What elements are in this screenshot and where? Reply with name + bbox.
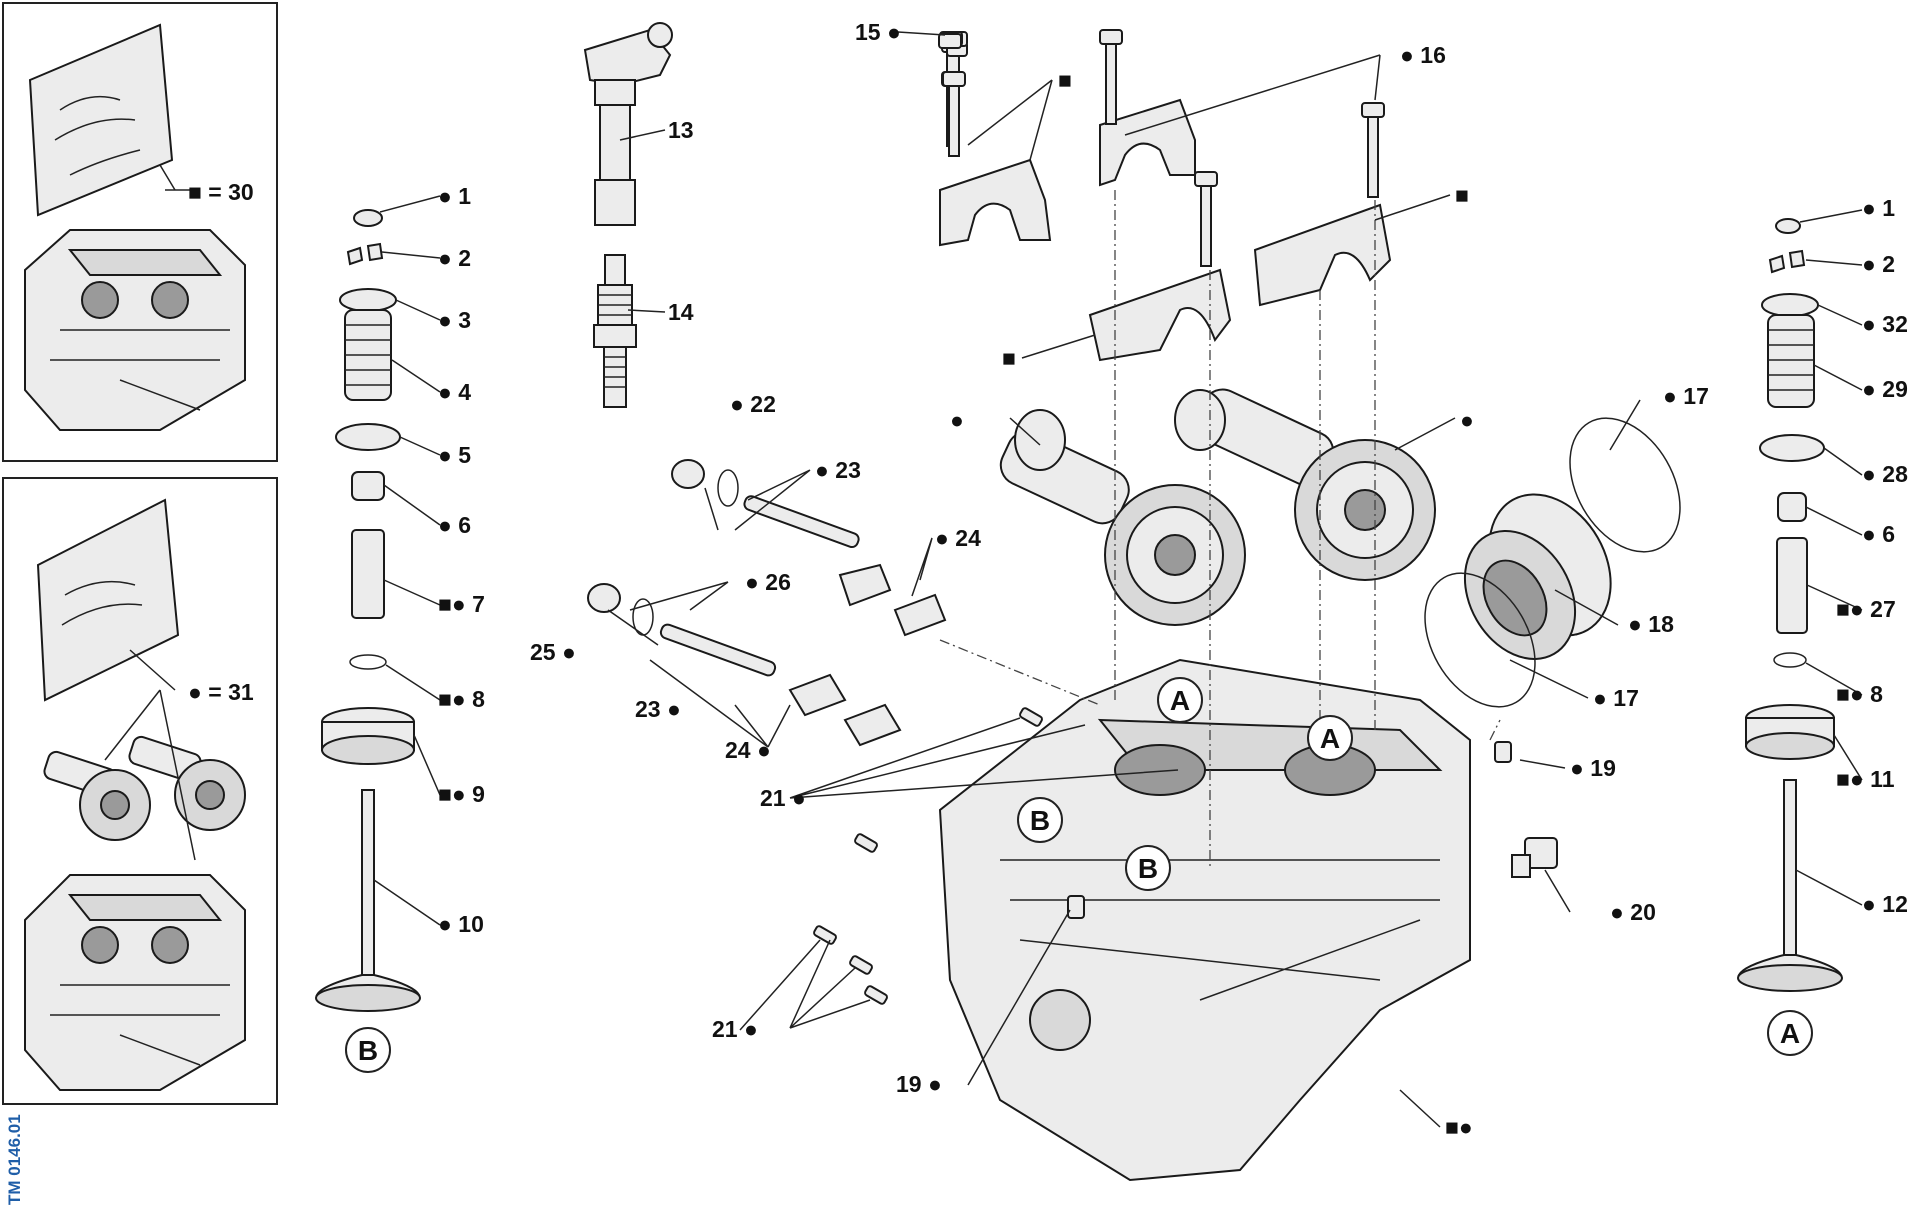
label-21a: 21 ● bbox=[760, 785, 806, 811]
valve-cap-1 bbox=[353, 209, 383, 227]
label-21b: 21 ● bbox=[712, 1016, 758, 1042]
marker-a: A bbox=[1780, 1018, 1800, 1049]
figure-code: TM 0146.01 bbox=[5, 1114, 24, 1205]
label-17a: ● 17 bbox=[1663, 383, 1709, 409]
cylinder-head bbox=[938, 658, 1471, 1182]
label-8a: ■● 8 bbox=[438, 686, 485, 712]
marker-b: B bbox=[358, 1035, 378, 1066]
label-28: ● 28 bbox=[1862, 461, 1908, 487]
dowel-19b bbox=[1067, 895, 1085, 919]
label-29: ● 29 bbox=[1862, 376, 1908, 402]
label-5: ● 5 bbox=[438, 442, 471, 468]
label-4: ● 4 bbox=[438, 379, 471, 405]
label-19a: ● 19 bbox=[1570, 755, 1616, 781]
label-24a: ● 24 bbox=[935, 525, 981, 551]
kit-box-31: ● = 31 bbox=[2, 477, 278, 1105]
label-14: 14 bbox=[668, 299, 694, 325]
label-27: ■● 27 bbox=[1836, 596, 1896, 622]
label-cam-left: ● bbox=[950, 407, 964, 433]
svg-text:B: B bbox=[1138, 853, 1158, 884]
exhaust-valve-10 bbox=[315, 789, 421, 1012]
label-1b: ● 1 bbox=[1862, 195, 1895, 221]
camshaft-thumb-icon bbox=[43, 735, 246, 841]
label-square-1: ■ bbox=[1058, 67, 1072, 93]
label-15: 15 ● bbox=[855, 19, 901, 45]
valve-spring-4 bbox=[344, 309, 392, 401]
label-23b: 23 ● bbox=[635, 696, 681, 722]
spark-plug-cap-13 bbox=[583, 22, 673, 226]
label-19b: 19 ● bbox=[896, 1071, 942, 1097]
label-1a: ● 1 bbox=[438, 183, 471, 209]
cylinder-head-thumb-icon bbox=[24, 874, 246, 1091]
label-8b: ■● 8 bbox=[1836, 681, 1883, 707]
label-23a: ● 23 bbox=[815, 457, 861, 483]
label-24b: 24 ● bbox=[725, 737, 771, 763]
label-6a: ● 6 bbox=[438, 512, 471, 538]
dowel-19a bbox=[1494, 741, 1512, 763]
cylinder-head-thumb-icon bbox=[24, 229, 246, 431]
label-3: ● 3 bbox=[438, 307, 471, 333]
kit-30-label: ■ = 30 bbox=[188, 179, 254, 205]
spring-retainer-3 bbox=[339, 288, 397, 312]
valve-cotter-2 bbox=[346, 242, 384, 266]
label-7: ■● 7 bbox=[438, 591, 485, 617]
label-16: ● 16 bbox=[1400, 42, 1446, 68]
svg-text:A: A bbox=[1170, 685, 1190, 716]
label-11: ■● 11 bbox=[1836, 766, 1895, 792]
head-marker-b1: B bbox=[1017, 797, 1063, 843]
label-17b: ● 17 bbox=[1593, 685, 1639, 711]
marker-b-circle bbox=[345, 1027, 391, 1073]
bolt-l bbox=[938, 33, 962, 49]
label-26: ● 26 bbox=[745, 569, 791, 595]
spark-plug-14 bbox=[593, 254, 637, 408]
head-marker-a2: A bbox=[1307, 715, 1353, 761]
label-32: ● 32 bbox=[1862, 311, 1908, 337]
label-20: ● 20 bbox=[1610, 899, 1656, 925]
svg-text:B: B bbox=[1030, 805, 1050, 836]
spring-seat-5 bbox=[335, 423, 401, 451]
cam-cap-d bbox=[1253, 203, 1392, 307]
hose-clamp-17b bbox=[1424, 572, 1536, 708]
circlip-8 bbox=[349, 654, 387, 670]
cam-cap-c bbox=[1088, 268, 1232, 362]
cam-cap-a bbox=[939, 158, 1052, 247]
label-10: ● 10 bbox=[438, 911, 484, 937]
kit-31-label: ● = 31 bbox=[188, 679, 254, 705]
kit-box-30: ■ = 30 bbox=[2, 2, 278, 462]
oil-plug-20 bbox=[1511, 837, 1558, 878]
cam-cap-bolt-3 bbox=[1194, 171, 1218, 267]
label-cam-right: ● bbox=[1460, 407, 1474, 433]
label-head: ■● bbox=[1445, 1114, 1473, 1140]
intake-rubber-18 bbox=[1463, 493, 1612, 660]
label-2a: ● 2 bbox=[438, 245, 471, 271]
label-25: 25 ● bbox=[530, 639, 576, 665]
intake-valve-stack: A bbox=[1737, 209, 1863, 1056]
cam-cap-bolt-4 bbox=[1361, 102, 1385, 198]
label-square-3: ■ bbox=[1002, 345, 1016, 371]
rocker-shaft-parts bbox=[587, 459, 947, 747]
gasket-bag-icon bbox=[28, 23, 174, 217]
label-22: ● 22 bbox=[730, 391, 776, 417]
gasket-bag-icon bbox=[36, 498, 180, 702]
exhaust-valve-stack: B bbox=[315, 195, 441, 1073]
label-18: ● 18 bbox=[1628, 611, 1674, 637]
svg-text:A: A bbox=[1320, 723, 1340, 754]
label-2b: ● 2 bbox=[1862, 251, 1895, 277]
valve-seat-9 bbox=[321, 707, 415, 765]
head-marker-a1: A bbox=[1157, 677, 1203, 723]
plug-screws-21 bbox=[813, 707, 1043, 1005]
hose-clamp-17a bbox=[1569, 417, 1681, 553]
label-square-2: ■ bbox=[1455, 182, 1469, 208]
label-12: ● 12 bbox=[1862, 891, 1908, 917]
valve-seal-6 bbox=[351, 471, 385, 501]
head-marker-b2: B bbox=[1125, 845, 1171, 891]
label-9: ■● 9 bbox=[438, 781, 485, 807]
valve-guide-7 bbox=[351, 529, 385, 619]
cam-cap-bolt-2 bbox=[1099, 29, 1123, 125]
label-6b: ● 6 bbox=[1862, 521, 1895, 547]
label-13: 13 bbox=[668, 117, 694, 143]
cam-cap-bolt-1 bbox=[942, 71, 966, 157]
camshaft-right bbox=[1174, 388, 1436, 581]
